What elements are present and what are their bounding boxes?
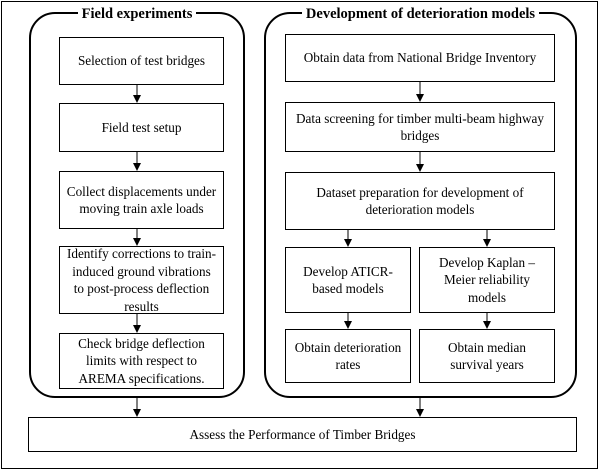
step-dataset-preparation: Dataset preparation for development of d… [285, 172, 555, 230]
step-check-deflection-limits: Check bridge deflection limits with resp… [59, 333, 224, 389]
step-identify-corrections: Identify corrections to train-induced gr… [59, 246, 224, 314]
step-develop-kaplan-meier-models: Develop Kaplan – Meier reliability model… [419, 247, 555, 313]
step-develop-aticr-models: Develop ATICR-based models [285, 247, 411, 313]
step-collect-displacements: Collect displacements under moving train… [59, 171, 224, 229]
deterioration-models-title: Development of deterioration models [266, 5, 575, 23]
step-selection-of-test-bridges: Selection of test bridges [59, 37, 224, 85]
step-obtain-median-survival-years: Obtain median survival years [419, 329, 555, 383]
field-experiments-title: Field experiments [31, 5, 243, 23]
step-field-test-setup: Field test setup [59, 103, 224, 152]
step-data-screening: Data screening for timber multi-beam hig… [285, 102, 555, 152]
step-obtain-nbi-data: Obtain data from National Bridge Invento… [285, 34, 555, 82]
step-obtain-deterioration-rates: Obtain deterioration rates [285, 329, 411, 383]
final-assess-performance: Assess the Performance of Timber Bridges [28, 417, 577, 452]
